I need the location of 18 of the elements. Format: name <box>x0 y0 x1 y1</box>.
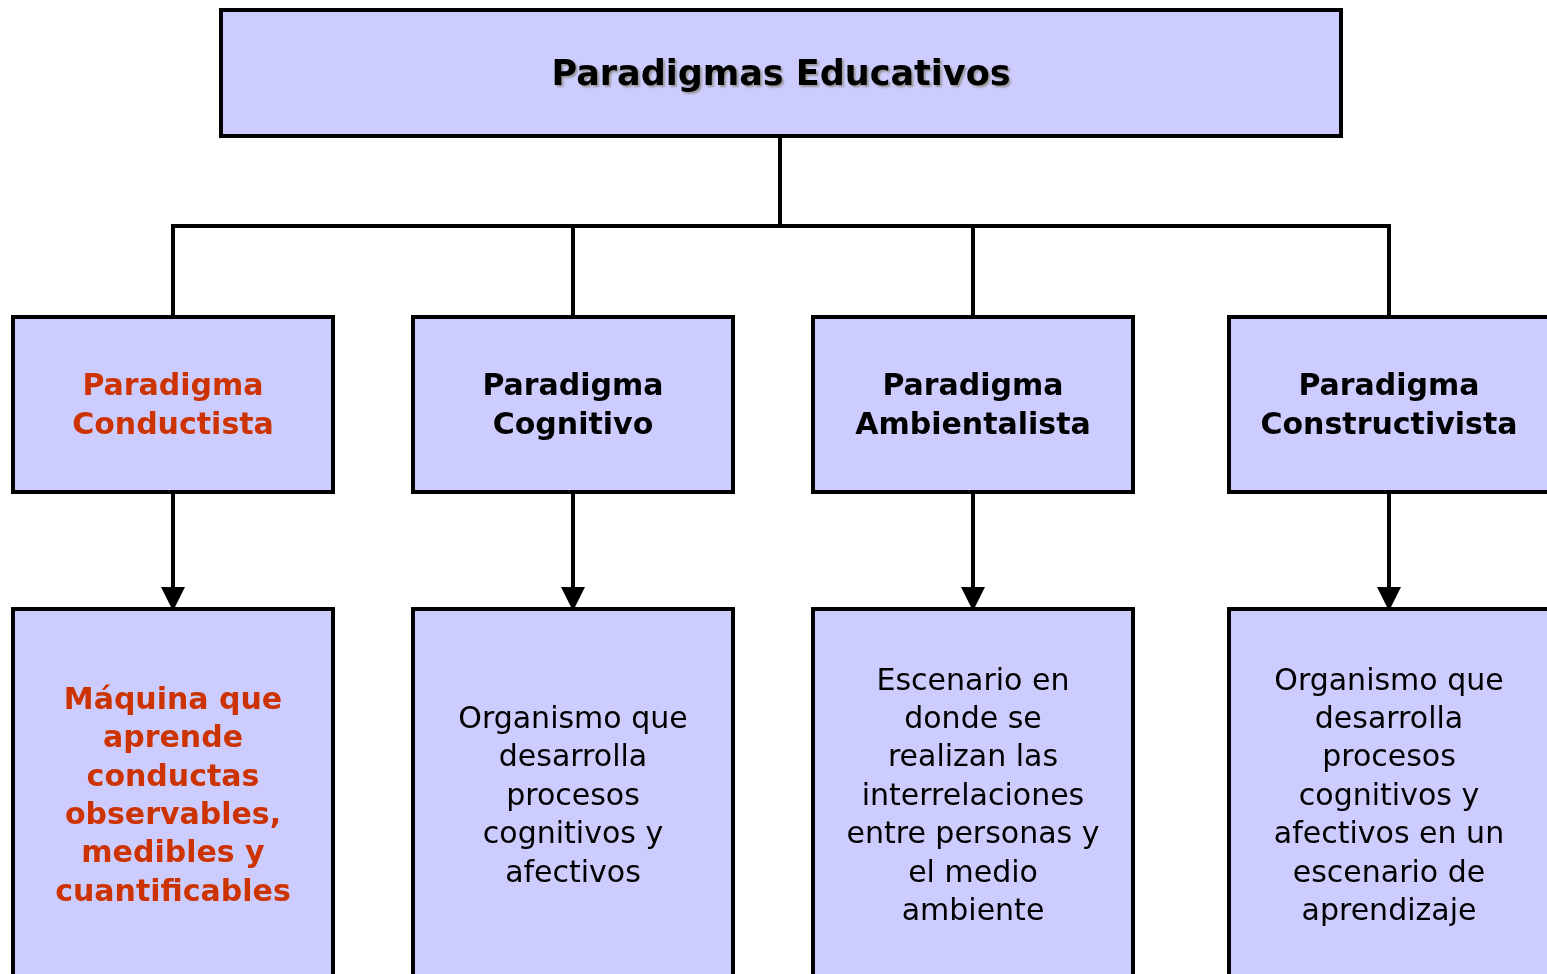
paradigm-label: Paradigma Cognitivo <box>481 366 665 443</box>
description-text: Máquina que aprende conductas observables, medibles y cuantificables <box>54 679 292 910</box>
description-text: Organismo que desarrolla procesos cognitivos y afectivos <box>457 699 689 891</box>
description-box <box>11 607 335 974</box>
paradigm-box <box>11 315 335 494</box>
paradigm-box <box>411 315 735 494</box>
description-box <box>811 607 1135 974</box>
title-box <box>219 8 1343 138</box>
paradigm-label: Paradigma Constructivista <box>1259 366 1519 443</box>
paradigm-label: Paradigma Conductista <box>71 366 275 443</box>
box-label: Paradigmas Educativos <box>551 51 1011 95</box>
description-box <box>1227 607 1547 974</box>
paradigm-label: Paradigma Ambientalista <box>854 366 1092 443</box>
description-text: Escenario en donde se realizan las interrelaciones entre personas y el medio ambiente <box>845 660 1101 929</box>
paradigm-box <box>811 315 1135 494</box>
description-box <box>411 607 735 974</box>
description-text: Organismo que desarrolla procesos cognitivos y afectivos en un escenario de aprendizaje <box>1272 660 1506 929</box>
paradigm-box <box>1227 315 1547 494</box>
